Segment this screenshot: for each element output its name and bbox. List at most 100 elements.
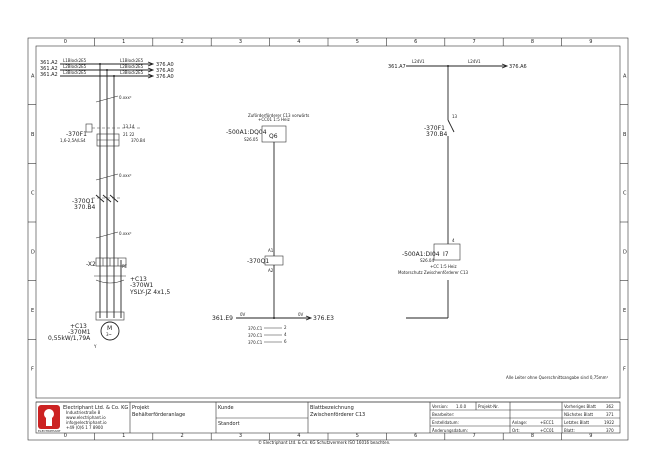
label-right-a: L24V1 <box>412 59 425 64</box>
breaker-type: 1,6-2,5A/LS4 <box>60 138 86 143</box>
ref-right: 361.A7 <box>388 64 406 70</box>
column-label: 3 <box>239 433 242 439</box>
target-l2: 376.A0 <box>156 68 174 74</box>
svg-text:A2: A2 <box>268 268 274 273</box>
relay-coil-tag: -370Q1 <box>247 258 269 265</box>
top-left-refs: 361.A2 361.A2 361.A2 L1Block2E5 L2Block2… <box>40 58 174 80</box>
company-line-4: +49 (0)6 1 7 8900 <box>66 425 103 430</box>
prev-sheet-value: 362 <box>606 404 614 409</box>
column-label: 7 <box>473 39 476 45</box>
main-contactor: -370Q1 370.B4 <box>72 194 122 211</box>
column-label: 2 <box>181 433 184 439</box>
svg-text:0.xxx²: 0.xxx² <box>119 95 132 100</box>
contactor-ref: 370.B4 <box>74 204 95 211</box>
company-line-3: info@electriphant.io <box>66 420 107 425</box>
breaker-tag: -370F1 <box>66 131 87 138</box>
projno-label: Projekt-Nr. <box>478 404 499 409</box>
column-label: 3 <box>239 39 242 45</box>
svg-text:370.B4: 370.B4 <box>131 138 146 143</box>
row-label: F <box>623 367 626 373</box>
svg-text:S26.05: S26.05 <box>244 137 258 142</box>
column-label: 6 <box>414 433 417 439</box>
f-contact-ref: 370.B4 <box>426 131 447 138</box>
plant-value: +ECC1 <box>540 420 554 425</box>
project-value: Behälterförderanlage <box>132 412 185 418</box>
sheet-no-label: Blatt: <box>564 428 575 433</box>
wire-label-l1-left: L1Block2E5 <box>63 58 87 63</box>
project-label: Projekt <box>132 405 149 411</box>
svg-text:2: 2 <box>284 325 287 330</box>
company-name: Electriphant Ltd. & Co. KG <box>63 405 128 411</box>
next-sheet-label: Nächstes Blatt <box>564 412 594 417</box>
svg-text:13 14: 13 14 <box>123 124 135 129</box>
conductor-note: Alle Leiter ohne Querschnittsangabe sind… <box>506 375 609 380</box>
svg-text:4: 4 <box>284 332 287 337</box>
column-label: 2 <box>181 39 184 45</box>
column-label: 1 <box>122 39 125 45</box>
target-right: 376.A6 <box>509 64 527 70</box>
contact-ref-3: 370.C1 <box>248 340 263 345</box>
column-label: 9 <box>589 39 592 45</box>
logo-text: ELECTRIPHANT <box>38 429 61 433</box>
version-value: 1.0.0 <box>456 404 467 409</box>
motor-breaker: -370F1 1,6-2,5A/LS4 13 14 21 22 370.B4 <box>60 123 146 147</box>
column-label: 9 <box>589 433 592 439</box>
target-l3: 376.A0 <box>156 74 174 80</box>
ref-left-1: 361.A2 <box>40 60 58 66</box>
motor-rating: 0,55kW/1,79A <box>48 335 91 342</box>
bottom-ref-left: 361.E9 <box>212 315 233 322</box>
wire-label-l3-left: L3Block2E5 <box>63 70 87 75</box>
terminal-tag: -X2 <box>86 261 96 268</box>
right-24v-branch: 361.A7 L24V1 L24V1 376.A6 -370F1 370.B4 … <box>388 59 527 275</box>
f-contact-tag: -370F1 <box>424 125 445 132</box>
column-label: 5 <box>356 39 359 45</box>
f-contact-pin: 13 <box>452 114 458 119</box>
bottom-label-right: 0V <box>298 312 304 317</box>
column-label: 0 <box>64 433 67 439</box>
target-l1: 376.A0 <box>156 62 174 68</box>
created-label: Erstelldatum: <box>432 420 459 425</box>
row-label: E <box>623 308 626 314</box>
svg-text:21 22: 21 22 <box>123 132 135 137</box>
row-label: D <box>623 249 627 255</box>
prev-sheet-label: Vorheriges Blatt <box>564 404 596 409</box>
q6-title: Zuförderförderer C13 vorwärts <box>248 113 309 118</box>
wire-label-l1-right: L1Block2E5 <box>120 58 144 63</box>
q6-box: Q6 <box>269 133 278 140</box>
zero-volt-rail: 361.E9 0V 0V 376.E3 <box>212 280 449 322</box>
row-label: E <box>31 308 34 314</box>
column-label: 0 <box>64 39 67 45</box>
bottom-label-left: 0V <box>240 312 246 317</box>
svg-text:0.xxx²: 0.xxx² <box>119 173 132 178</box>
wire-label-l3-right: L3Block2E5 <box>120 70 144 75</box>
i7-desc: Motorschutz Zwischenförderer C13 <box>398 270 468 275</box>
f-contact-pin-b: 4 <box>452 238 455 243</box>
customer-label: Kunde <box>218 405 234 411</box>
svg-text:A1: A1 <box>268 248 274 253</box>
svg-text:PE: PE <box>122 264 127 269</box>
svg-text:M: M <box>107 325 112 332</box>
column-label: 4 <box>297 433 300 439</box>
modified-label: Änderungsdatum: <box>432 428 468 433</box>
plc-output-q6: Zuförderförderer C13 vorwärts +CC01 1:5 … <box>226 113 309 319</box>
motor-tag: +C13 <box>70 323 87 330</box>
column-label: 4 <box>297 39 300 45</box>
row-label: C <box>623 191 627 197</box>
footer-notice: © Electriphant Ltd. & Co. KG Schutzverme… <box>258 440 390 445</box>
contactor-tag: -370Q1 <box>72 198 94 205</box>
author-label: Bearbeiter: <box>432 412 454 417</box>
label-right-b: L24V1 <box>468 59 481 64</box>
row-label: C <box>31 191 35 197</box>
title-block: ELECTRIPHANT Electriphant Ltd. & Co. KG … <box>35 401 621 434</box>
version-label: Version: <box>432 404 448 409</box>
place-label: Ort: <box>512 428 520 433</box>
wire-label-l2-right: L2Block2E5 <box>120 64 144 69</box>
contact-ref-1: 370.C1 <box>248 326 263 331</box>
svg-text:S26.04: S26.04 <box>420 258 434 263</box>
bus-lines: 0.xxx² 0.xxx² 0.xxx² <box>60 61 155 318</box>
location-label: Standort <box>218 421 240 427</box>
bottom-ref-target: 376.E3 <box>313 315 334 322</box>
